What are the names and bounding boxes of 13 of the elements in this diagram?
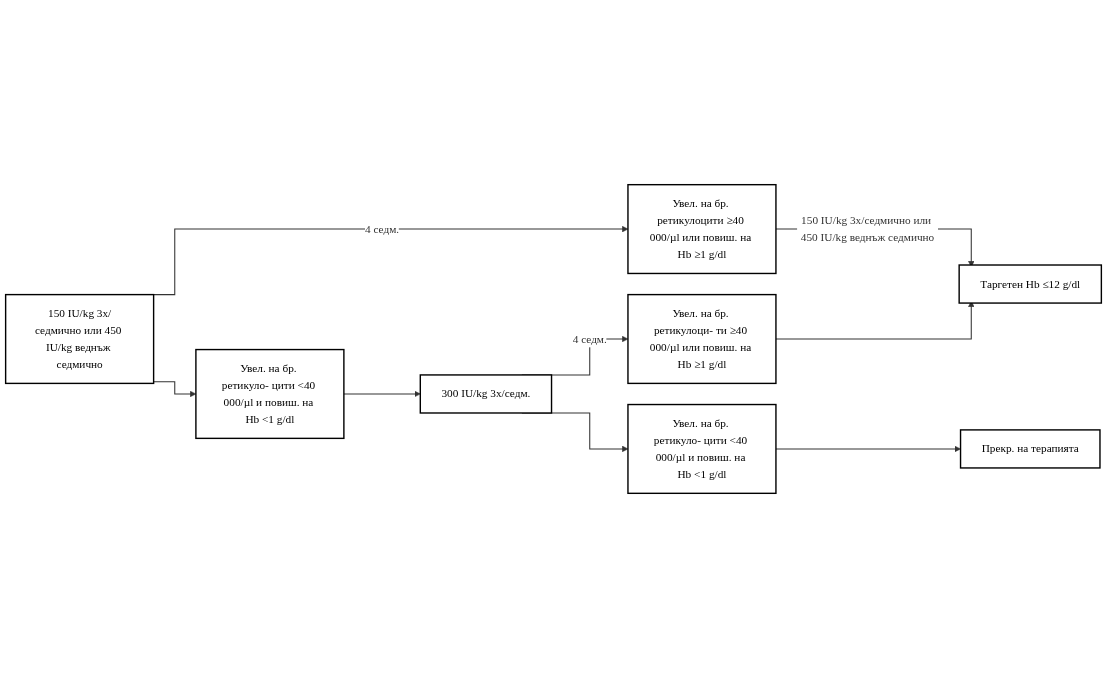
edge-label: 150 IU/kg 3x/седмично или 450 IU/kg веднъж седмично	[800, 214, 935, 244]
node-box: Увел. на бр. ретикуло- цити <40 000/µl и повиш. на Hb <1 g/dl	[195, 348, 345, 440]
node-box: Увел. на бр. ретикулоци- ти ≥40 000/µl или повиш. на Hb ≥1 g/dl	[627, 293, 777, 385]
arrow	[775, 445, 961, 453]
node-box: Прекр. на терапията	[959, 429, 1101, 469]
node-box: 300 IU/kg 3x/седм.	[419, 374, 553, 414]
node-box: Увел. на бр. ретикулоцити ≥40 000/µl или повиш. на Hb ≥1 g/dl	[627, 183, 777, 275]
edge-label: 4 седм.	[365, 222, 400, 235]
node-box: Увел. на бр. ретикуло- цити <40 000/µl и повиш. на Hb <1 g/dl	[627, 403, 777, 495]
arrow	[343, 390, 421, 398]
node-box: Таргетен Hb ≤12 g/dl	[958, 264, 1103, 304]
edge-label: 4 седм.	[572, 332, 607, 345]
node-box: 150 IU/kg 3x/седмично или 450 IU/kg веднъж седмично	[4, 293, 155, 385]
